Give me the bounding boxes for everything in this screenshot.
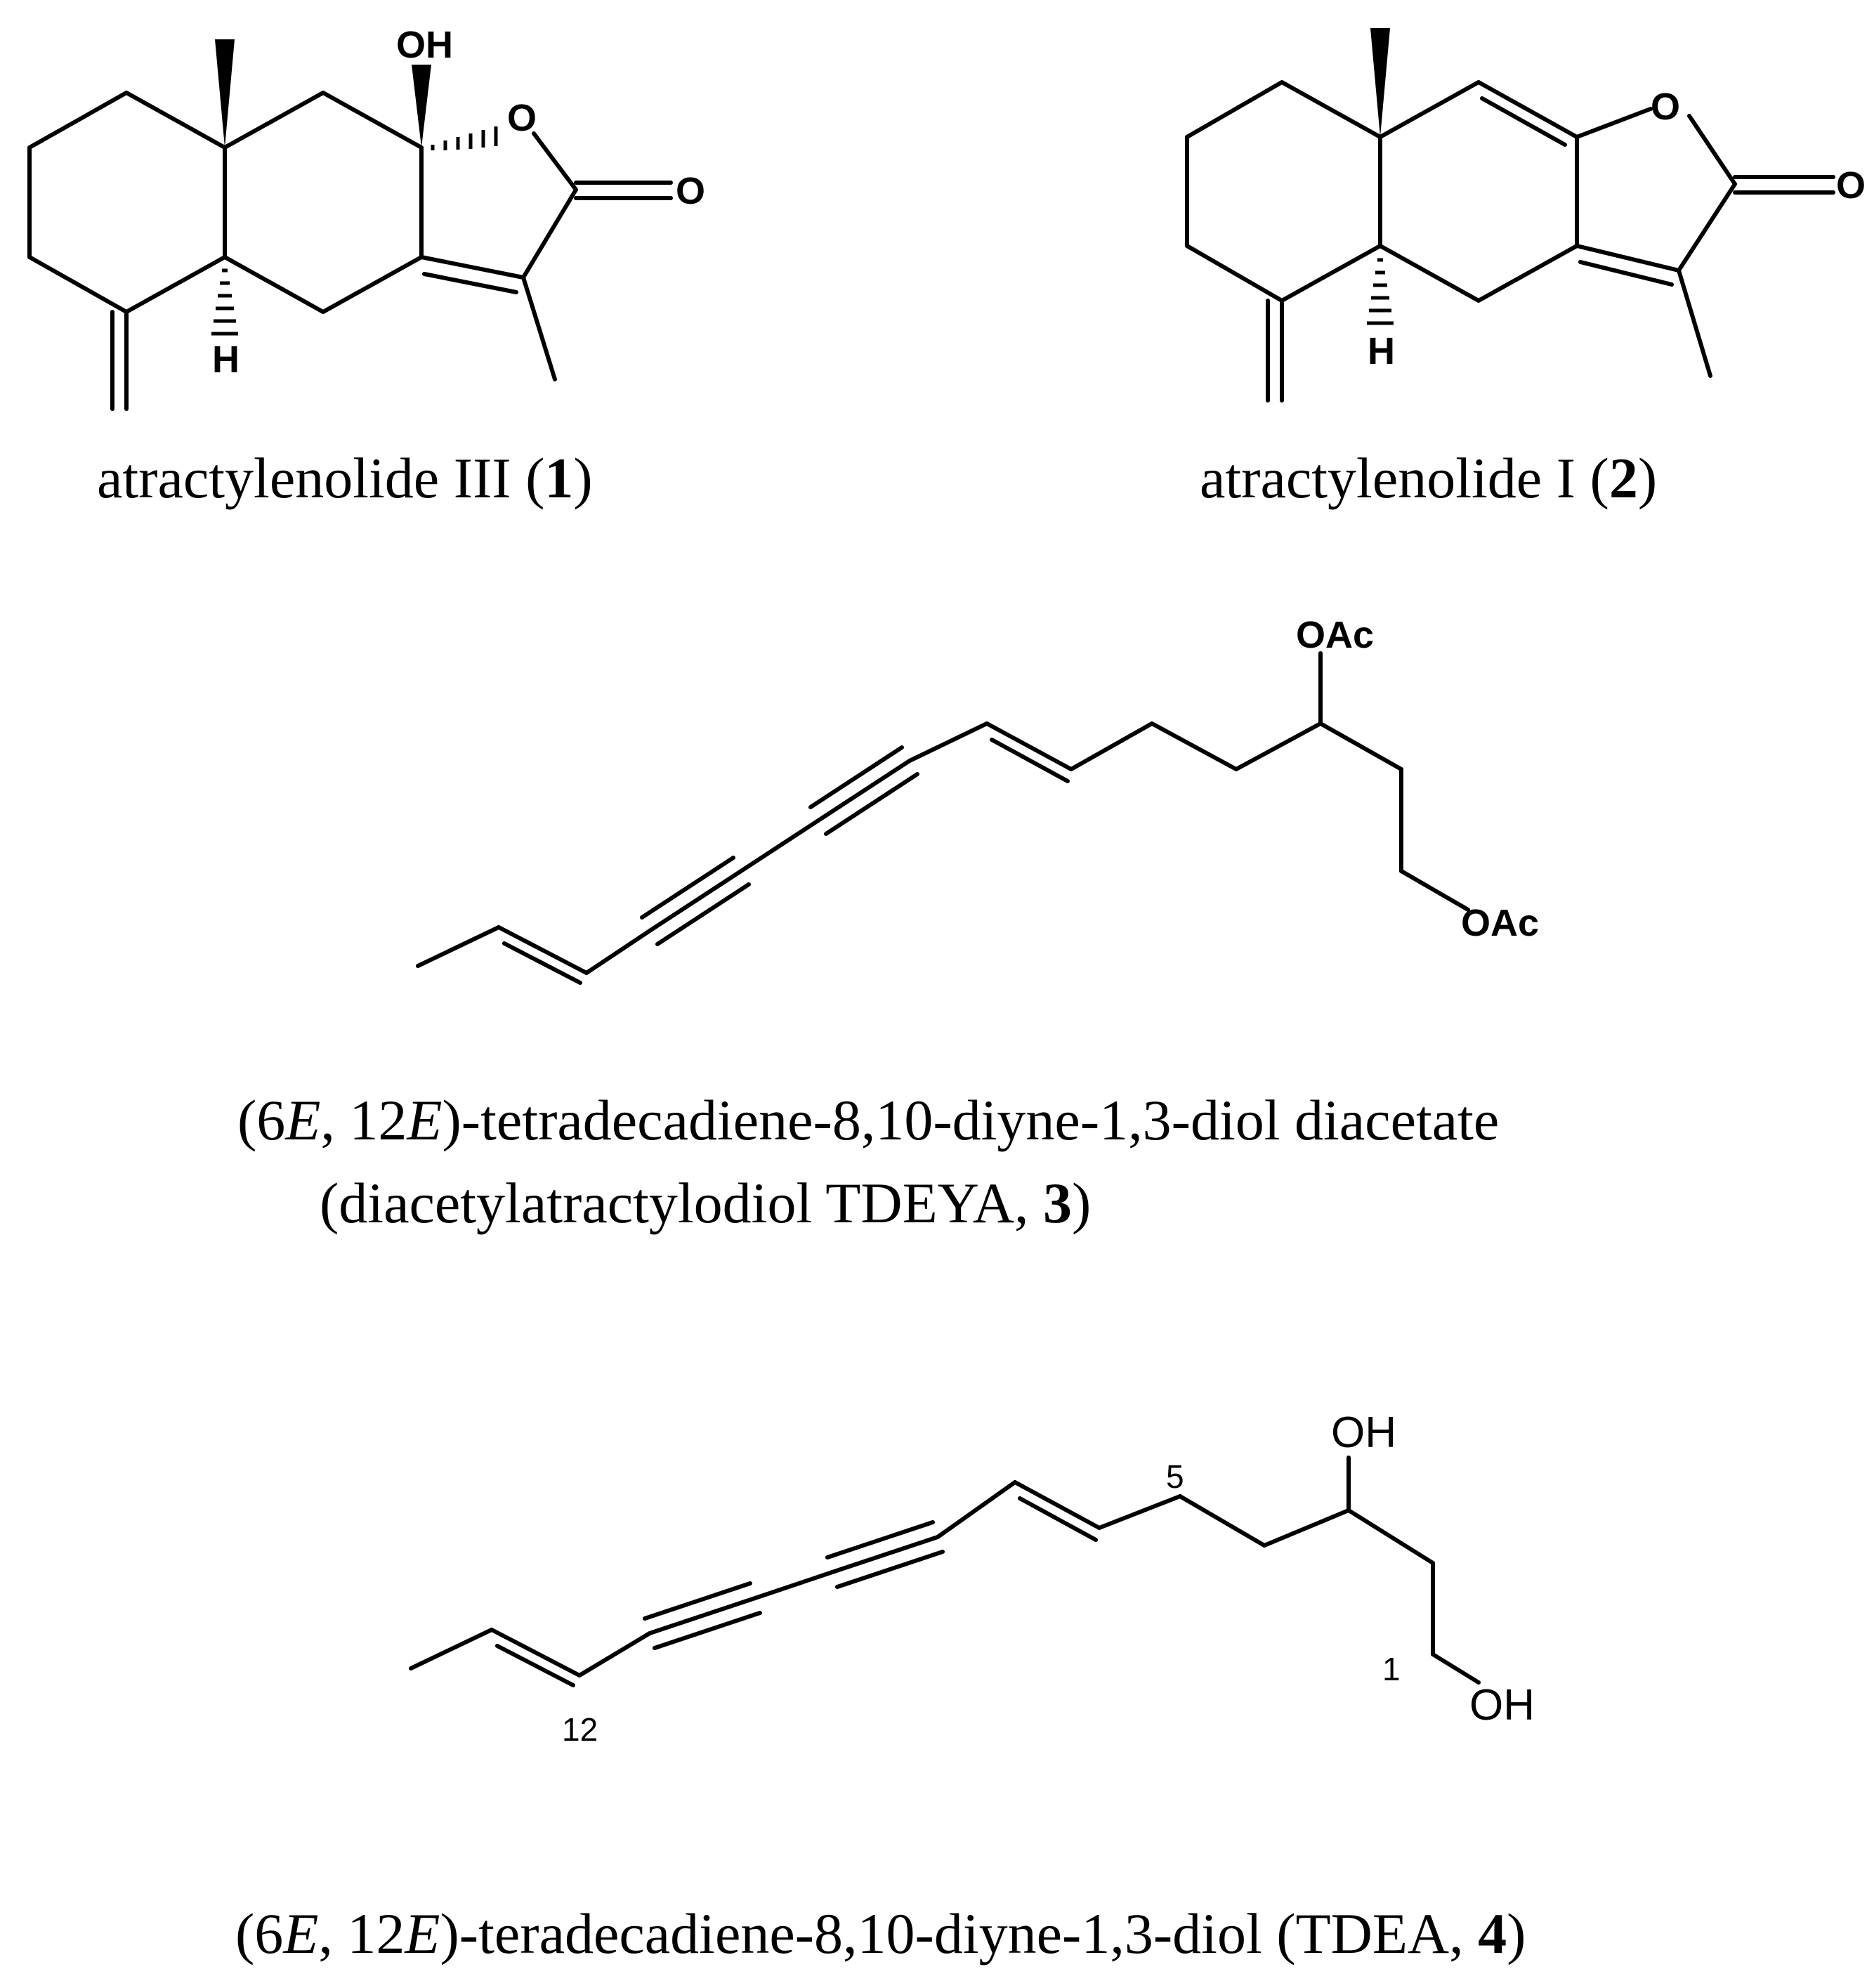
caption-tdeya-line1: (6E, 12E)-tetradecadiene-8,10-diyne-1,3-…	[237, 1088, 1499, 1152]
locant-5: 5	[1166, 1458, 1184, 1495]
acetoxy-bottom-label: OAc	[1461, 902, 1539, 944]
hydroxyl-top-label: OH	[1331, 1408, 1396, 1457]
caption-atractylenolide-iii: atractylenolide III (1)	[97, 446, 593, 510]
hydrogen-label: H	[1368, 330, 1395, 372]
hydrogen-label: H	[212, 339, 240, 381]
bonds-tdea	[409, 1456, 1481, 1687]
hydroxyl-bottom-label: OH	[1469, 1681, 1535, 1729]
locant-12: 12	[562, 1711, 598, 1748]
structure-tdea: OH OH 5 1 12	[409, 1408, 1535, 1748]
hydroxyl-label: OH	[396, 24, 453, 66]
carbonyl-oxygen-label: O	[1836, 164, 1866, 207]
structure-atractylenolide-i: O O H	[1185, 28, 1866, 403]
structure-atractylenolide-iii: OH O O H	[27, 24, 705, 411]
bonds-atractylenolide-i	[1185, 28, 1835, 403]
ring-oxygen-label: O	[1651, 86, 1680, 128]
carbonyl-oxygen-label: O	[676, 170, 705, 212]
caption-atractylenolide-i: atractylenolide I (2)	[1200, 446, 1657, 510]
caption-tdeya-line2: (diacetylatractylodiol TDEYA, 3)	[320, 1171, 1091, 1235]
acetoxy-top-label: OAc	[1296, 614, 1374, 656]
locant-1: 1	[1382, 1651, 1401, 1687]
structure-tdeya: OAc OAc	[416, 614, 1539, 985]
bonds-atractylenolide-iii	[27, 39, 673, 411]
caption-tdea: (6E, 12E)-teradecadiene-8,10-diyne-1,3-d…	[235, 1902, 1526, 1966]
bonds-tdeya	[416, 651, 1470, 985]
ring-oxygen-label: O	[507, 97, 537, 139]
